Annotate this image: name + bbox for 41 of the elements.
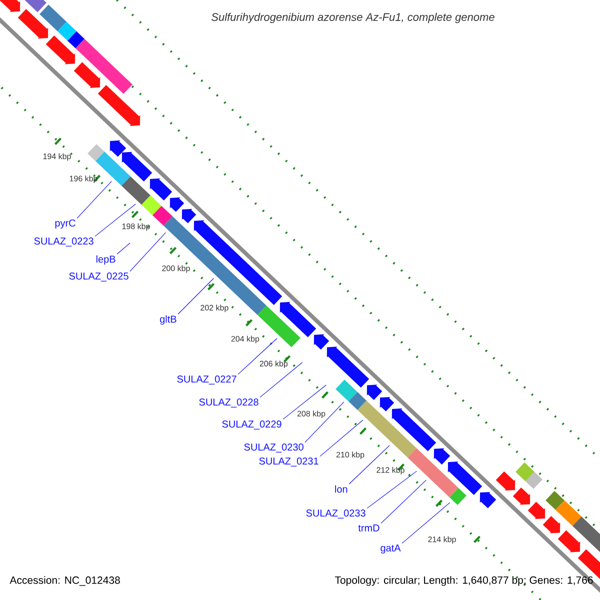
scale-label: 214 kbp [428, 536, 456, 544]
scale-label: 202 kbp [200, 304, 228, 312]
leader-line [116, 242, 130, 254]
gene-label: lon [335, 485, 348, 493]
leader-line [94, 204, 136, 237]
leader-line [320, 420, 364, 457]
leader-line [366, 470, 418, 509]
leader-line [260, 362, 303, 398]
leader-line [178, 278, 214, 314]
footer-text: Topology: circular; Length: 1,640,877 bp; Genes: 1,766 [334, 576, 593, 586]
leader-line [76, 180, 112, 219]
leader-line [380, 480, 426, 524]
scale-label: 198 kbp [122, 223, 150, 231]
scale-label: 212 kbp [376, 466, 404, 474]
gene-label: trmD [358, 524, 380, 532]
scale-label: 200 kbp [162, 265, 190, 273]
gene-label: SULAZ_0227 [177, 376, 236, 384]
leader-line [238, 338, 278, 375]
leader-line [282, 384, 326, 420]
scale-label: 194 kbp [43, 153, 71, 161]
gene-label: lepB [96, 255, 116, 265]
leader-line [402, 502, 450, 544]
gene-label: SULAZ_0231 [259, 458, 318, 466]
gene-label: SULAZ_0223 [34, 238, 94, 246]
chart-title: Sulfurihydrogenibium azorense Az-Fu1, complete genome [211, 12, 494, 24]
gene-label: SULAZ_0228 [199, 398, 258, 408]
footer-text: Accession: NC_012438 [10, 576, 120, 586]
gene-label: SULAZ_0229 [222, 420, 282, 430]
leader-line [348, 445, 390, 484]
gene-label: gatA [380, 544, 401, 554]
gene-label: SULAZ_0233 [306, 510, 366, 518]
scale-label: 210 kbp [336, 452, 364, 460]
gene-label: SULAZ_0230 [244, 444, 304, 452]
gene-label: gltB [160, 315, 176, 325]
scale-label: 204 kbp [231, 336, 260, 344]
leader-line [304, 402, 344, 443]
leader-line [130, 232, 166, 272]
gene-label: SULAZ_0225 [69, 272, 128, 282]
scale-label: 206 kbp [260, 360, 288, 368]
scale-label: 208 kbp [297, 410, 326, 418]
gene-label: pyrC [55, 219, 76, 229]
